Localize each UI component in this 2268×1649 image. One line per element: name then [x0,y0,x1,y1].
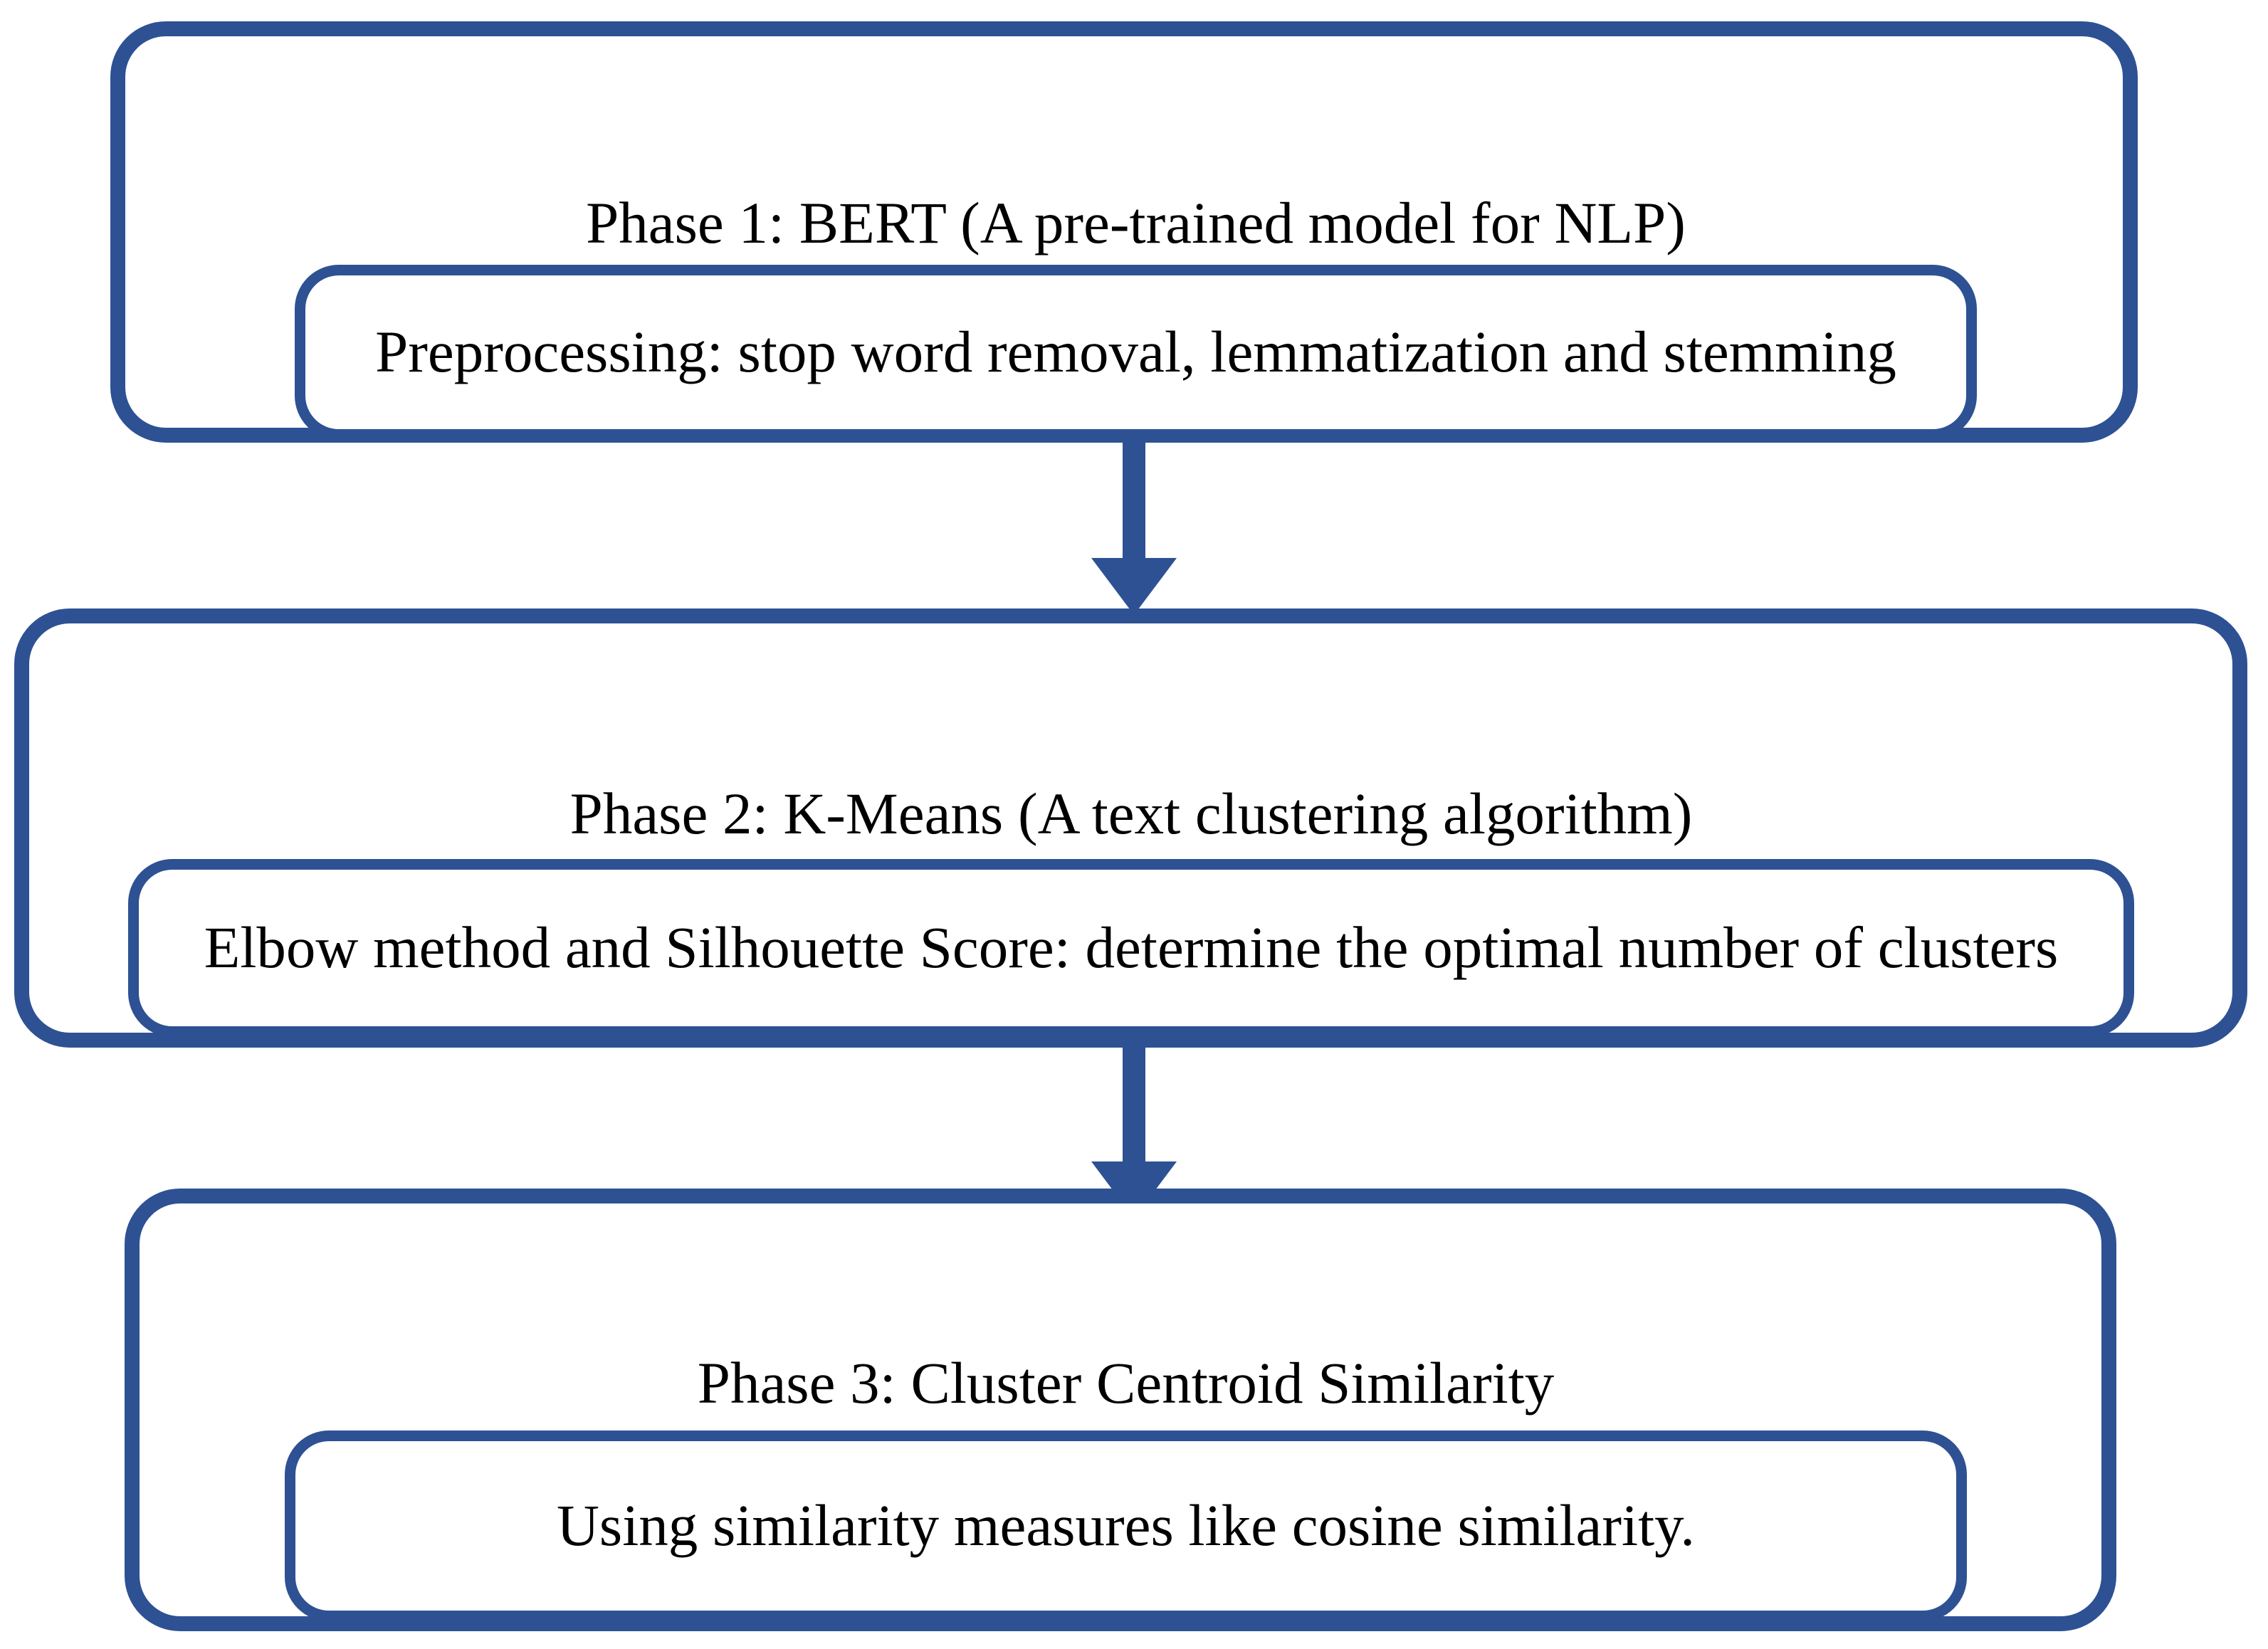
phase-2-inner-box: Elbow method and Silhouette Score: deter… [128,859,2134,1037]
phase-1-inner-box: Preprocessing: stop word removal, lemmat… [295,265,1977,440]
phase-3-title: Phase 3: Cluster Centroid Similarity [697,1350,1555,1416]
phase-2-title: Phase 2: K-Means (A text clustering algo… [569,781,1693,846]
arrow-phase1-to-phase2 [1091,436,1177,615]
phase-3-detail-text: Using similarity measures like cosine si… [556,1492,1695,1559]
arrow-shaft [1123,436,1145,564]
arrow-head-down-icon [1091,558,1177,615]
phase-3-inner-box: Using similarity measures like cosine si… [285,1431,1967,1621]
arrow-shaft [1123,1040,1145,1167]
phase-1-detail-text: Preprocessing: stop word removal, lemmat… [375,319,1896,385]
phase-2-detail-text: Elbow method and Silhouette Score: deter… [204,915,2059,981]
phase-1-title: Phase 1: BERT (A pre-trained model for N… [586,190,1686,255]
